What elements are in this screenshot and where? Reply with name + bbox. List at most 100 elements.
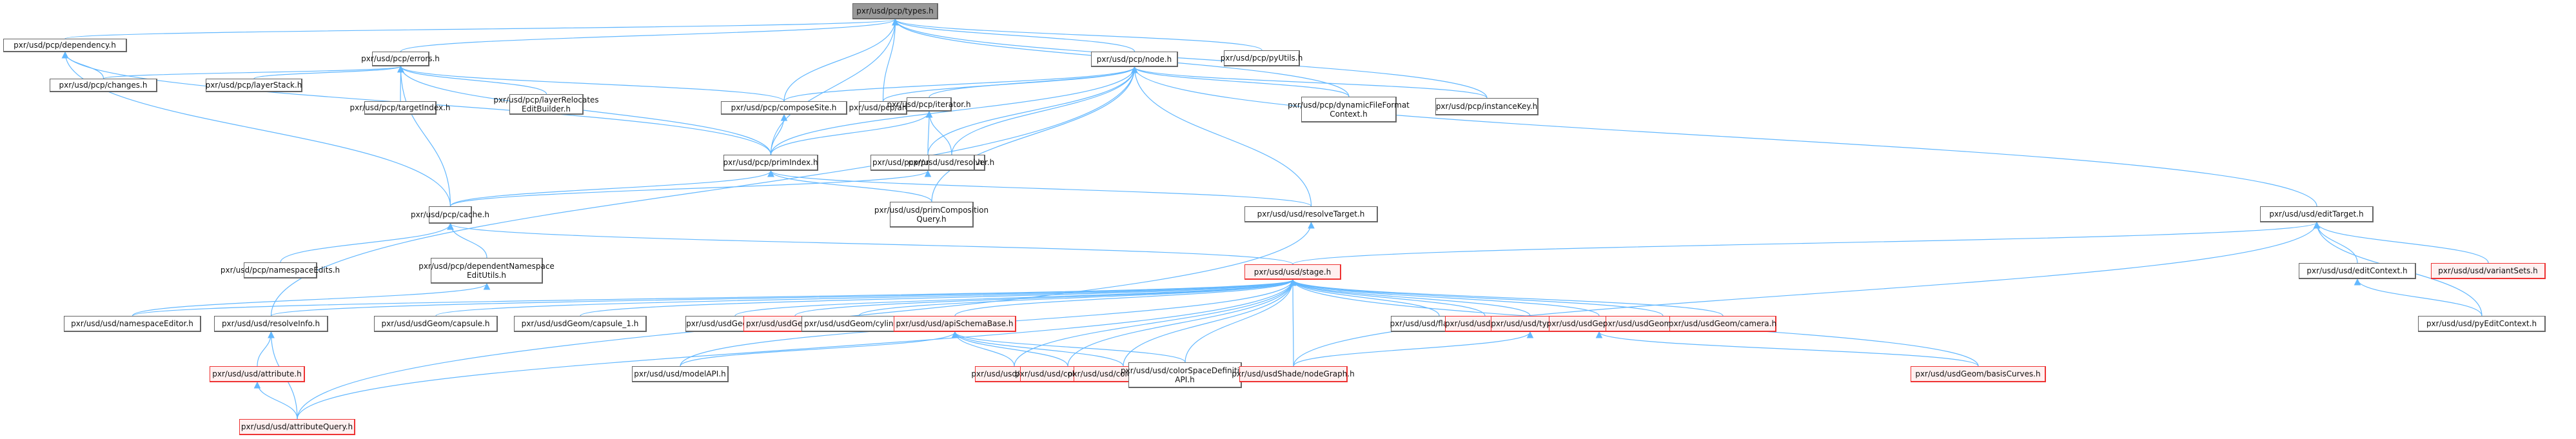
node-node[interactable]: pxr/usd/pcp/node.h [1091,52,1178,67]
edge-namespaceEdits-to-cache [280,223,451,263]
edge-composeSite-to-types [783,19,896,102]
edge-node-to-types [894,19,1136,52]
edge-colorSpaceDef-to-stage [1185,279,1293,363]
arrowhead-resolveInfo-to-node [1131,66,1138,73]
edge-primComposition-to-primIndex [770,170,932,202]
edge-stage-to-editTarget [1292,222,2317,265]
node-attribute[interactable]: pxr/usd/usd/attribute.h [210,366,305,382]
node-cache[interactable]: pxr/usd/pcp/cache.h [411,206,489,224]
edge-modelAPI-to-apiSchemaBase [680,331,956,367]
edge-resolveInfo-to-node [270,66,1136,317]
node-resolveInfo[interactable]: pxr/usd/usd/resolveInfo.h [214,316,328,332]
edge-typed-to-stage [1292,279,1531,317]
edge-attributeQuery-to-stage [297,279,1293,420]
arrowhead-primIndex-to-composeSite [780,113,788,121]
node-types[interactable]: pxr/usd/pcp/types.h [852,3,938,19]
node-namespaceEditor[interactable]: pxr/usd/usd/namespaceEditor.h [64,316,201,332]
node-colorSpaceDef[interactable]: pxr/usd/usd/colorSpaceDefinition API.h [1121,362,1249,388]
edge-apiSchemaBase-to-stage [954,279,1293,317]
node-capsule[interactable]: pxr/usd/usdGeom/capsule.h [374,316,498,332]
edge-primComposition-to-node [931,66,1136,202]
edge-clipsAPI-to-stage [1014,279,1293,367]
edge-cylinder-to-stage [858,279,1293,317]
edge-primIndex-to-errors [400,66,772,155]
edge-arc-to-types [882,19,896,102]
edge-primIndex-to-iterator [770,111,930,155]
node-modelAPI[interactable]: pxr/usd/usd/modelAPI.h [632,366,729,382]
edge-object-to-stage [1292,279,1486,317]
node-primComposition[interactable]: pxr/usd/usd/primComposition Query.h [874,202,988,228]
node-dependentNamespace[interactable]: pxr/usd/pcp/dependentNamespace EditUtils… [418,258,555,284]
arrowhead-nodeGraph-to-editTarget [2313,221,2321,229]
edge-collectionAPI-to-apiSchemaBase [954,331,1068,367]
arrowhead-attributeQuery-to-stage [1289,278,1297,286]
edge-nodeGraph-to-editTarget [1293,222,2317,367]
edge-propertyIndex-to-node [927,66,1136,155]
node-editContext[interactable]: pxr/usd/usd/editContext.h [2299,263,2416,279]
edge-colorSpaceDef-to-apiSchemaBase [954,331,1186,363]
arrowhead-cache-to-errors [397,65,404,73]
edge-instanceKey-to-types [894,19,1488,99]
node-errors[interactable]: pxr/usd/pcp/errors.h [361,52,440,66]
node-editTarget[interactable]: pxr/usd/usd/editTarget.h [2260,206,2374,222]
arrowhead-stage-to-cache [447,222,454,230]
edge-propertyIndex-to-iterator [927,111,930,155]
edge-pyEditContext-to-editContext [2357,278,2483,317]
node-pyUtils[interactable]: pxr/usd/pcp/pyUtils.h [1221,50,1303,66]
edge-curves-to-stage [1292,279,1600,317]
node-dynamicFileFormat[interactable]: pxr/usd/pcp/dynamicFileFormat Context.h [1288,97,1410,122]
node-primIndex[interactable]: pxr/usd/pcp/primIndex.h [723,155,818,171]
node-instanceKey[interactable]: pxr/usd/pcp/instanceKey.h [1435,98,1539,115]
edge-cache-to-errors [400,66,451,207]
arrowhead-nodeGraph-to-typed [1526,331,1534,338]
node-basisCurves[interactable]: pxr/usd/usdGeom/basisCurves.h [1911,366,2046,382]
edge-camera-to-stage [1292,279,1724,317]
edge-changes-to-errors [103,66,402,79]
node-targetIndex[interactable]: pxr/usd/pcp/targetIndex.h [349,101,451,115]
arrowhead-instanceKey-to-types [892,18,899,26]
arrowhead-primIndex-to-dependency [61,51,69,59]
node-composeSite[interactable]: pxr/usd/pcp/composeSite.h [721,101,847,115]
node-attributeQuery[interactable]: pxr/usd/usd/attributeQuery.h [239,419,355,435]
arrowhead-pyEditContext-to-editContext [2354,278,2361,286]
edge-collectionAPI-to-stage [1067,279,1293,367]
edge-errors-to-types [400,19,896,52]
edge-cube-to-stage [794,279,1293,317]
node-changes[interactable]: pxr/usd/pcp/changes.h [50,79,157,92]
node-camera[interactable]: pxr/usd/usdGeom/camera.h [1669,316,1776,332]
node-resolver[interactable]: pxr/usd/usd/resolver.h [909,155,994,171]
arrowhead-resolver-to-iterator [925,110,933,118]
edge-instanceKey-to-node [1134,66,1488,99]
node-apiSchemaBase[interactable]: pxr/usd/usd/apiSchemaBase.h [894,316,1016,332]
arrowhead-colorSpaceDef-to-apiSchemaBase [951,331,959,338]
node-iterator[interactable]: pxr/usd/pcp/iterator.h [887,97,971,112]
edge-dependency-to-types [64,19,896,39]
node-capsule1[interactable]: pxr/usd/usdGeom/capsule_1.h [514,316,647,332]
node-pyEditContext[interactable]: pxr/usd/usd/pyEditContext.h [2418,316,2546,332]
node-stage[interactable]: pxr/usd/usd/stage.h [1244,264,1341,280]
node-dependency[interactable]: pxr/usd/pcp/dependency.h [3,39,127,52]
edge-cache-to-propertyIndex [449,170,929,207]
node-propertyIndex[interactable]: pxr/usd/pcp/propertyIndex.h [870,155,985,171]
edge-pyUtils-to-types [894,19,1263,51]
arrowhead-attributeQuery-to-resolveTarget [1308,221,1315,229]
edge-layerStack-to-errors [253,66,402,79]
edge-dynamicFileFormat-to-node [1134,66,1350,97]
node-nodeGraph[interactable]: pxr/usd/usdShade/nodeGraph.h [1232,366,1355,382]
edge-flattenUtils-to-stage [1292,279,1440,317]
arrowhead-resolveTarget-to-primIndex [767,170,774,177]
node-resolveTarget[interactable]: pxr/usd/usd/resolveTarget.h [1244,206,1378,222]
node-layerRelocates[interactable]: pxr/usd/pcp/layerRelocates EditBuilder.h [493,94,599,115]
edge-changes-to-dependency [64,52,104,79]
node-variantSets[interactable]: pxr/usd/usd/variantSets.h [2431,263,2546,279]
node-layerStack[interactable]: pxr/usd/pcp/layerStack.h [206,79,302,92]
edge-resolveTarget-to-primIndex [770,170,1312,207]
node-namespaceEdits[interactable]: pxr/usd/pcp/namespaceEdits.h [221,262,340,278]
edge-composeSite-to-node [783,66,1136,102]
arrowhead-attributeQuery-to-resolveInfo [268,331,275,338]
edge-nodeGraph-to-typed [1293,331,1531,367]
edge-composeSite-to-errors [400,66,785,102]
edge-cache-to-primIndex [449,170,772,207]
edge-namespaceEditor-to-dependentNamespace [132,283,487,317]
